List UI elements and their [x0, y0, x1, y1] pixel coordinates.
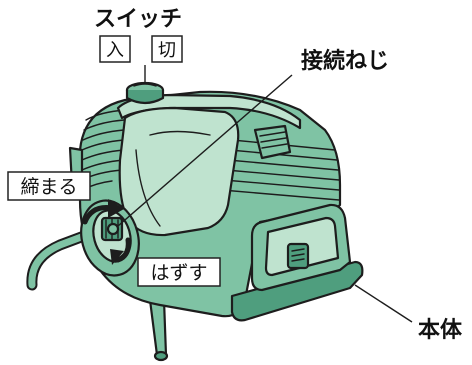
label-tighten: 締まる — [7, 171, 91, 201]
main-body-unit — [230, 203, 364, 322]
leader-lines — [117, 65, 413, 323]
svg-text:締まる: 締まる — [20, 176, 77, 198]
label-switch: スイッチ — [94, 7, 182, 32]
label-switch-off: 切 — [151, 35, 183, 63]
label-remove: はずす — [137, 257, 221, 287]
svg-text:切: 切 — [158, 40, 176, 61]
stand-leg — [148, 298, 169, 362]
label-connection-screw: 接続ねじ — [301, 48, 389, 74]
vent-block — [253, 124, 292, 160]
rotation-arrows — [82, 199, 131, 265]
label-main-body: 本体 — [418, 318, 463, 343]
svg-text:はずす: はずす — [150, 262, 207, 284]
connection-screw — [100, 216, 124, 242]
switch-knob — [125, 81, 165, 105]
label-switch-on: 入 — [99, 35, 131, 63]
svg-text:入: 入 — [106, 40, 124, 61]
